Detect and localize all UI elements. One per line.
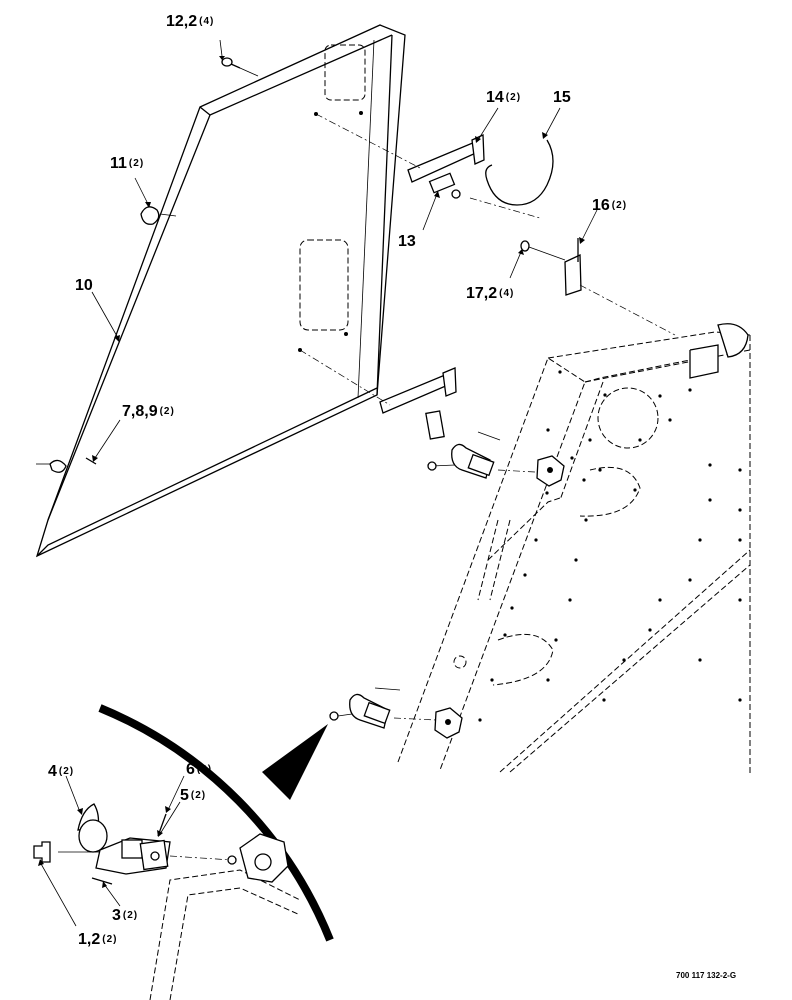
callout-3-qty: (2) xyxy=(123,910,138,921)
callout-11-qty: (2) xyxy=(129,158,144,169)
callout-15: 15 xyxy=(553,89,571,106)
reference-code: 700 117 132-2-G xyxy=(676,971,736,980)
fastener-789-icon xyxy=(36,457,97,473)
callout-3: 3(2) xyxy=(112,907,138,924)
callout-11-number: 11 xyxy=(110,155,127,172)
leader-lines xyxy=(38,39,598,927)
callout-16-qty: (2) xyxy=(612,200,627,211)
callout-6-number: 6 xyxy=(186,761,195,778)
callout-4-number: 4 xyxy=(48,763,57,780)
callout-14-qty: (2) xyxy=(506,92,521,103)
callout-5-qty: (2) xyxy=(191,790,206,801)
callout-1-2-qty: (2) xyxy=(102,934,117,945)
callout-7-8-9-qty: (2) xyxy=(160,406,175,417)
callout-12-2-number: 12,2 xyxy=(166,13,197,30)
callout-6-qty: (2) xyxy=(197,764,212,775)
lower-latch-assembly xyxy=(329,687,463,739)
upper-hinge-bracket xyxy=(315,113,485,199)
callout-17-2-qty: (4) xyxy=(499,288,514,299)
callout-11: 11(2) xyxy=(110,155,144,172)
callout-13-number: 13 xyxy=(398,233,416,250)
callout-14-number: 14 xyxy=(486,89,504,106)
callout-4: 4(2) xyxy=(48,763,74,780)
callout-15-number: 15 xyxy=(553,89,571,106)
callout-7-8-9: 7,8,9(2) xyxy=(122,403,175,420)
callout-16-number: 16 xyxy=(592,197,610,214)
callout-7-8-9-number: 7,8,9 xyxy=(122,403,158,420)
detail-view xyxy=(33,704,334,1000)
clip-11-icon xyxy=(140,206,177,225)
side-shield-panel xyxy=(35,24,406,558)
callout-1-2: 1,2(2) xyxy=(78,931,117,948)
callout-16: 16(2) xyxy=(592,197,627,214)
upper-latch-assembly xyxy=(427,431,565,487)
callout-12-2-qty: (4) xyxy=(199,16,214,27)
callout-17-2: 17,2(4) xyxy=(466,285,514,302)
callout-14: 14(2) xyxy=(486,89,521,106)
callout-5: 5(2) xyxy=(180,787,206,804)
callout-10-number: 10 xyxy=(75,277,93,294)
lower-hinge-bracket xyxy=(299,349,457,440)
callout-17-2-number: 17,2 xyxy=(466,285,497,302)
callout-12-2: 12,2(4) xyxy=(166,13,214,30)
callout-5-number: 5 xyxy=(180,787,189,804)
cable-15 xyxy=(469,139,554,219)
callout-1-2-number: 1,2 xyxy=(78,931,100,948)
callout-4-qty: (2) xyxy=(59,766,74,777)
bolt-12-icon xyxy=(221,57,259,77)
callout-3-number: 3 xyxy=(112,907,121,924)
machine-frame xyxy=(397,323,751,775)
callout-6: 6(2) xyxy=(186,761,212,778)
bracket-16 xyxy=(520,238,676,336)
callout-10: 10 xyxy=(75,277,93,294)
callout-13: 13 xyxy=(398,233,416,250)
